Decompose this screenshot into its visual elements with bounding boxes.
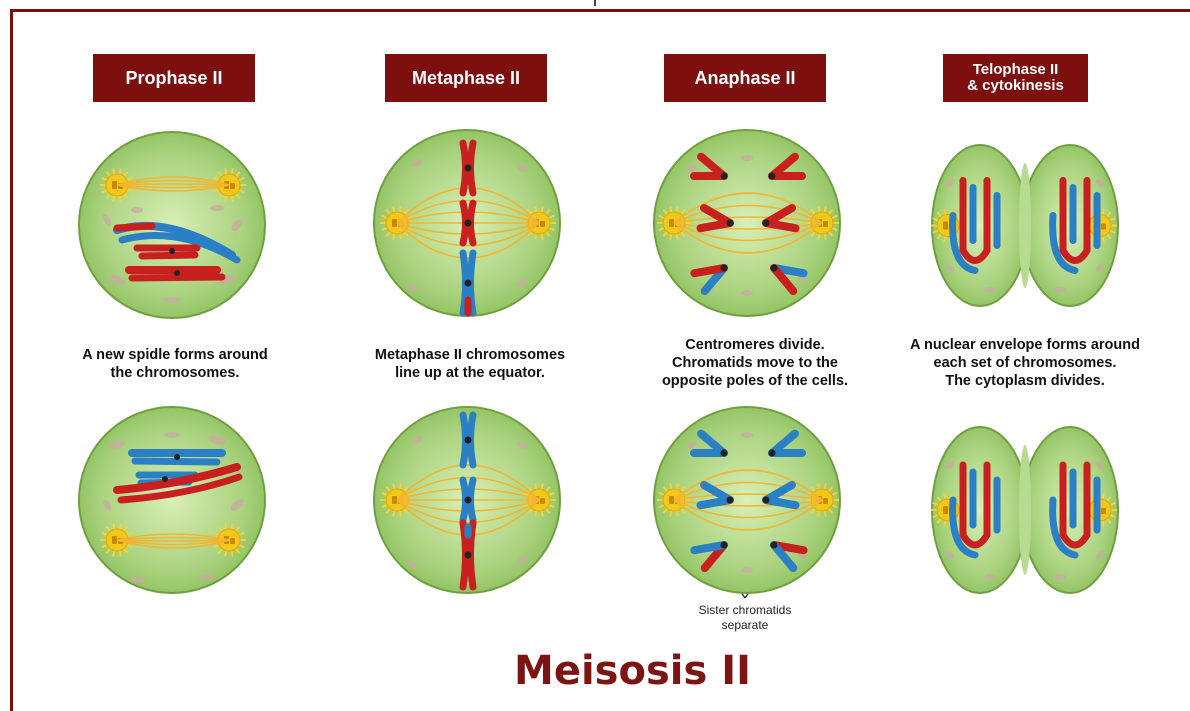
stage-label-anaphase: Anaphase II (664, 54, 826, 102)
metaphase-cell-bottom (372, 405, 562, 595)
cleavage-furrow (1019, 163, 1031, 288)
page-title: Meisosis II (0, 648, 1190, 694)
anaphase-cell-top (652, 128, 842, 318)
chromosomes (463, 143, 473, 313)
anaphase-cell-bottom (652, 405, 842, 595)
stage-label-metaphase: Metaphase II (385, 54, 547, 102)
telophase-cell-bottom (930, 425, 1120, 595)
stage-description-telophase: A nuclear envelope forms around each set… (875, 336, 1175, 390)
chromosomes (463, 415, 473, 587)
stage-description-prophase: A new spidle forms around the chromosome… (40, 346, 310, 382)
stage-label-telophase: Telophase II & cytokinesis (943, 54, 1088, 102)
prophase-cell-bottom (77, 405, 267, 595)
stage-label-prophase: Prophase II (93, 54, 255, 102)
sister-chromatids-annotation: Sister chromatids separate (670, 603, 820, 633)
stage-description-metaphase: Metaphase II chromosomes line up at the … (335, 346, 605, 382)
top-marker (594, 0, 596, 6)
metaphase-cell-top (372, 128, 562, 318)
telophase-cell-top (930, 143, 1120, 308)
prophase-cell-top (77, 130, 267, 320)
stage-description-anaphase: Centromeres divide. Chromatids move to t… (610, 336, 900, 390)
cleavage-furrow (1019, 445, 1031, 575)
